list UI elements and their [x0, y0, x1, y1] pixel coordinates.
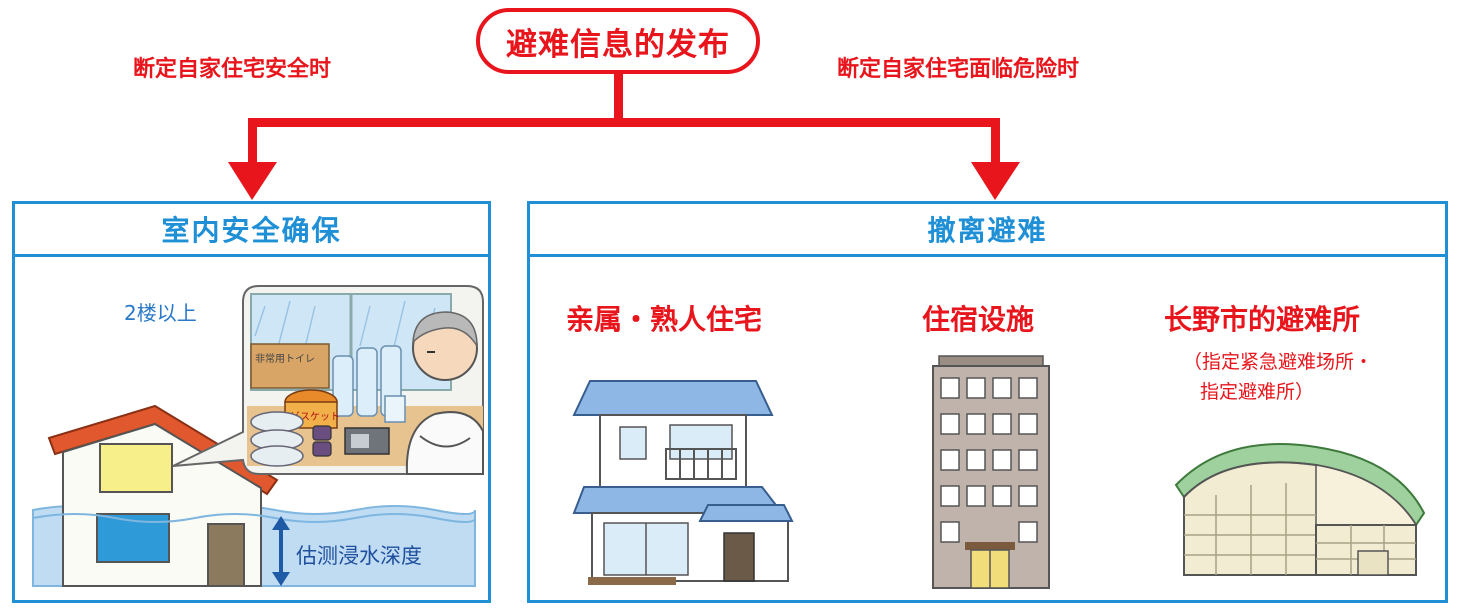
- shelter-sub-line-1: （指定紧急避难场所・: [1183, 351, 1374, 373]
- evacuation-info-title: 避难信息的发布: [476, 8, 760, 74]
- canned-food: [312, 425, 332, 457]
- water-glass: [384, 395, 406, 423]
- evacuation-panel: 撤离避难: [527, 201, 1448, 603]
- depth-note: 估测浸水深度: [296, 544, 422, 568]
- left-condition-label: 断定自家住宅安全时: [133, 57, 332, 82]
- relative-house-illustration: [572, 380, 794, 585]
- toilet-box-label: 非常用トイレ: [255, 352, 315, 365]
- house-door: [207, 523, 245, 587]
- evacuation-title: 撤离避难: [530, 204, 1445, 257]
- right-arrow-head: [971, 162, 1020, 200]
- house-roof: [47, 404, 279, 496]
- depth-arrow-icon: [272, 516, 290, 586]
- city-shelter-label: 长野市的避难所: [1164, 303, 1361, 336]
- floor-note: 2楼以上: [124, 301, 197, 325]
- house-flood-illustration: 非常用トイレ ビスケット: [32, 285, 484, 587]
- elderly-person-figure: [405, 311, 484, 475]
- lodging-facility-label: 住宿设施: [922, 303, 1035, 336]
- shelter-gym-illustration: [1174, 443, 1426, 576]
- indoor-safety-title: 室内安全确保: [15, 204, 488, 257]
- upper-window: [99, 443, 173, 493]
- right-condition-label: 断定自家住宅面临危险时: [837, 57, 1080, 82]
- toilet-box: [250, 343, 330, 389]
- relative-house-label: 亲属・熟人住宅: [566, 303, 763, 336]
- indoor-safety-panel: 室内安全确保: [12, 201, 491, 603]
- left-arrow-head: [228, 162, 277, 200]
- lodging-building-illustration: [932, 355, 1050, 589]
- shelter-sub-line-2: 指定避难所）: [1200, 381, 1315, 403]
